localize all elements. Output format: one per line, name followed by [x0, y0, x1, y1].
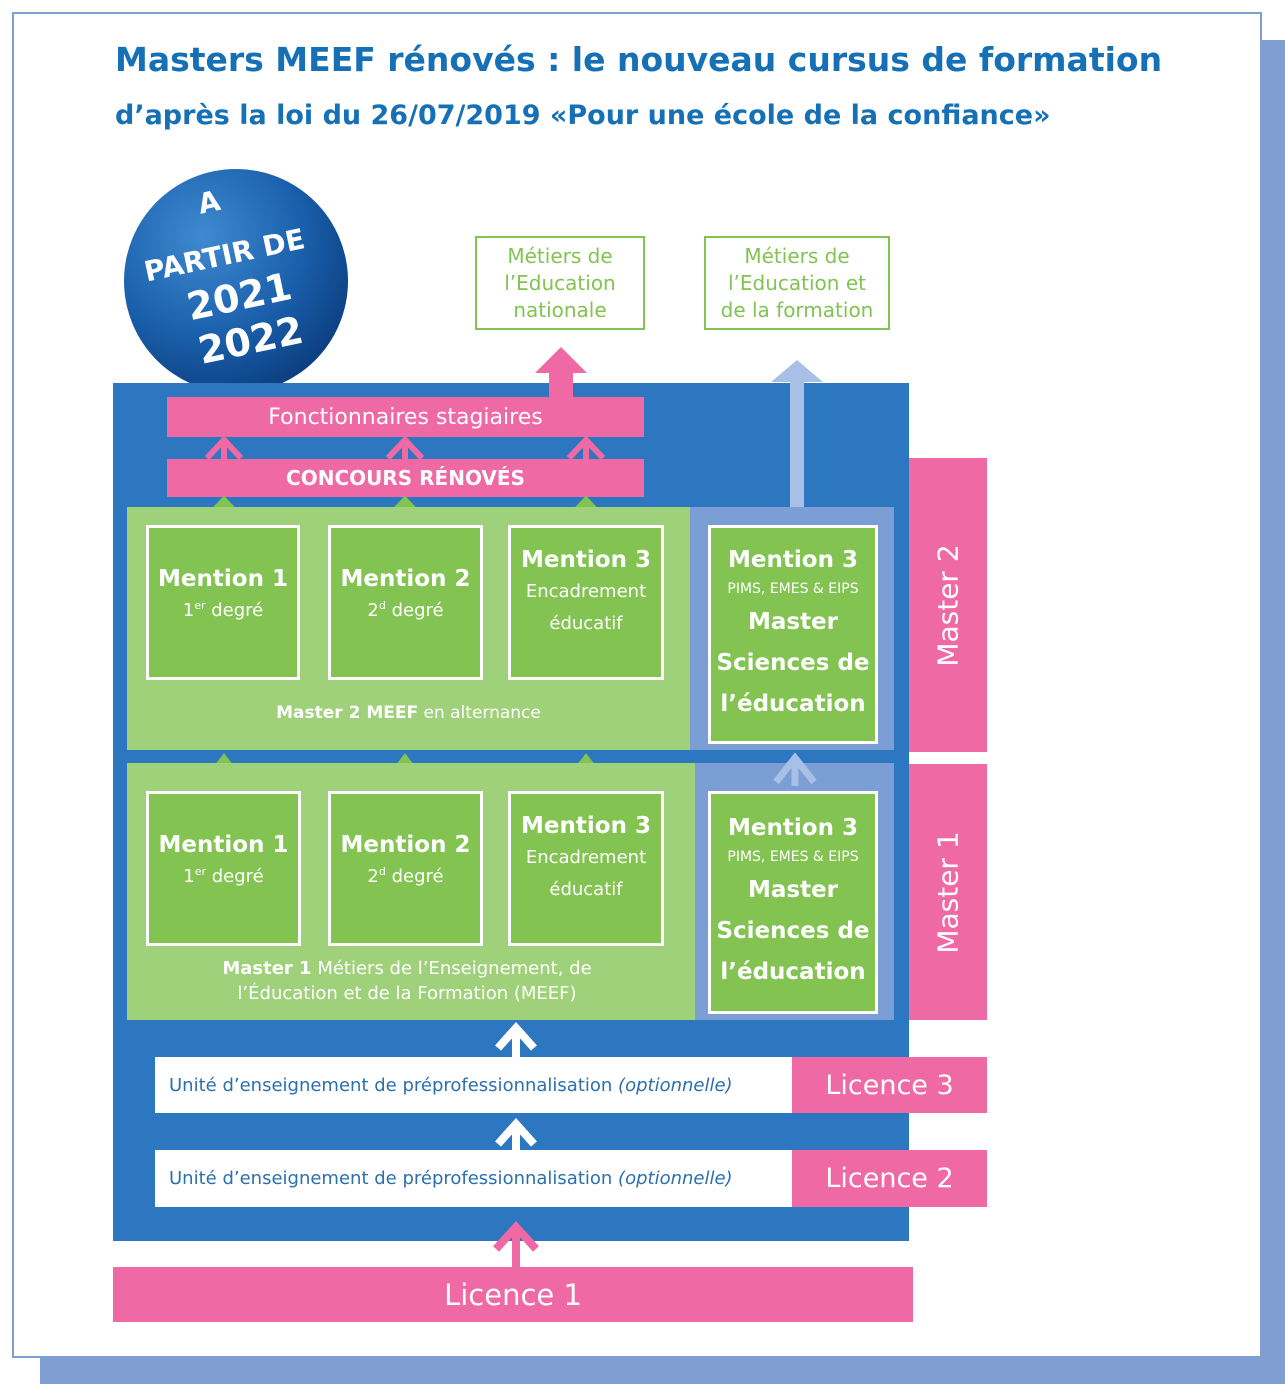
- side-label-master1: Master 1: [909, 764, 987, 1020]
- mention-title: Mention 2: [340, 831, 471, 858]
- label-bold: Master 2 MEEF: [276, 703, 419, 723]
- sub-pre: 2: [367, 865, 379, 887]
- mention-sub: 2d degré: [367, 861, 443, 893]
- m2-mention-2: Mention 2 2d degré: [328, 525, 483, 680]
- side-label-text: Master 2: [931, 543, 965, 667]
- mention-big: Sciences de: [716, 649, 870, 676]
- arrow-up-icon: [493, 1221, 539, 1269]
- master2-label: Master 2 MEEF en alternance: [127, 702, 690, 726]
- ue-text: Unité d’enseignement de préprofessionnal…: [169, 1074, 619, 1096]
- sub-sup: d: [378, 598, 386, 612]
- m1-mention-3: Mention 3 Encadrement éducatif: [508, 791, 664, 946]
- mention-title: Mention 1: [158, 831, 289, 858]
- licence1-label: Licence 1: [444, 1277, 582, 1312]
- arrow-up-icon: [204, 435, 244, 460]
- metiers-line2: l’Education: [504, 270, 616, 295]
- arrow-up-icon: [495, 1118, 537, 1152]
- licence3-ue: Unité d’enseignement de préprofessionnal…: [155, 1057, 792, 1113]
- mention-title: Mention 1: [158, 565, 288, 592]
- label-line2: l’Éducation et de la Formation (MEEF): [237, 983, 577, 1005]
- mention-sub: éducatif: [549, 612, 623, 634]
- metiers-line2: l’Education et: [727, 270, 866, 295]
- mention-big: l’éducation: [720, 958, 866, 985]
- licence1-bar: Licence 1: [113, 1267, 913, 1322]
- m2-mention-3: Mention 3 Encadrement éducatif: [508, 525, 664, 680]
- mention-big: Sciences de: [716, 917, 870, 944]
- ue-optional: (optionnelle): [618, 1074, 733, 1096]
- mention-big: l’éducation: [720, 690, 866, 717]
- mention-big: Master: [747, 876, 839, 903]
- licence-label-text: Licence 3: [825, 1069, 954, 1101]
- sub-post: degré: [205, 599, 264, 621]
- master1-label: Master 1 Métiers de l’Enseignement, de l…: [127, 956, 687, 1006]
- mention-sub: Encadrement: [525, 847, 647, 869]
- metiers-education-formation: Métiers de l’Education et de la formatio…: [704, 236, 890, 330]
- metiers-line1: Métiers de: [507, 243, 613, 268]
- sub-post: degré: [385, 599, 444, 621]
- arrow-up-icon: [566, 435, 606, 460]
- arrow-up-icon: [385, 435, 425, 460]
- mention-sub: 1er degré: [183, 595, 263, 627]
- badge-circle: [124, 169, 348, 393]
- label-rest: en alternance: [418, 703, 541, 723]
- licence-label-text: Licence 2: [825, 1163, 954, 1194]
- mention-sub: éducatif: [549, 878, 623, 900]
- mention-sub: Encadrement: [525, 581, 647, 603]
- ue-text: Unité d’enseignement de préprofessionnal…: [169, 1168, 619, 1189]
- side-label-master2: Master 2: [909, 458, 987, 752]
- arrow-up-icon: [773, 752, 817, 786]
- mention-small: PIMS, EMES & EIPS: [727, 848, 859, 865]
- licence2-label: Licence 2: [792, 1150, 987, 1207]
- mention-small: PIMS, EMES & EIPS: [727, 580, 859, 597]
- fonctionnaires-label: Fonctionnaires stagiaires: [268, 404, 543, 430]
- fonctionnaires-stagiaires: Fonctionnaires stagiaires: [167, 397, 644, 437]
- date-badge: A PARTIR DE 2021 2022: [124, 169, 348, 393]
- arrow-up-icon: [771, 360, 823, 510]
- mention-sub: 2d degré: [367, 595, 443, 627]
- sub-sup: er: [194, 598, 206, 612]
- m1-mention-2: Mention 2 2d degré: [328, 791, 483, 946]
- sub-sup: d: [378, 864, 386, 878]
- sub-pre: 1: [182, 599, 195, 621]
- sub-pre: 1: [183, 865, 195, 887]
- m2-mention-1: Mention 1 1er degré: [146, 525, 300, 680]
- sub-post: degré: [206, 865, 264, 887]
- label-rest: Métiers de l’Enseignement, de: [311, 958, 592, 979]
- mention-title: Mention 3: [728, 815, 858, 842]
- arrow-up-icon: [535, 347, 587, 397]
- m1-mention-sciences: Mention 3 PIMS, EMES & EIPS Master Scien…: [708, 791, 878, 1014]
- metiers-line1: Métiers de: [744, 243, 850, 268]
- m2-mention-sciences: Mention 3 PIMS, EMES & EIPS Master Scien…: [708, 525, 878, 744]
- mention-title: Mention 2: [340, 565, 471, 592]
- metiers-education-nationale: Métiers de l’Education nationale: [475, 236, 645, 330]
- concours-label: CONCOURS RÉNOVÉS: [286, 466, 525, 490]
- metiers-line3: nationale: [513, 297, 607, 322]
- page-title: Masters MEEF rénovés : le nouveau cursus…: [115, 40, 1163, 79]
- metiers-line3: de la formation: [720, 297, 874, 322]
- label-bold: Master 1: [222, 958, 312, 979]
- licence2-ue: Unité d’enseignement de préprofessionnal…: [155, 1150, 792, 1207]
- page-subtitle: d’après la loi du 26/07/2019 «Pour une é…: [115, 100, 1051, 131]
- m1-mention-1: Mention 1 1er degré: [146, 791, 301, 946]
- mention-title: Mention 3: [521, 813, 651, 839]
- mention-sub: 1er degré: [183, 861, 263, 893]
- licence3-label: Licence 3: [792, 1057, 987, 1113]
- concours-renoves: CONCOURS RÉNOVÉS: [167, 459, 644, 497]
- mention-title: Mention 3: [728, 547, 858, 574]
- sub-pre: 2: [367, 599, 379, 621]
- sub-post: degré: [385, 865, 444, 887]
- arrow-up-icon: [495, 1022, 537, 1058]
- ue-optional: (optionnelle): [618, 1168, 733, 1189]
- mention-big: Master: [747, 608, 839, 635]
- mention-title: Mention 3: [521, 547, 651, 573]
- side-label-text: Master 1: [931, 830, 965, 954]
- sub-sup: er: [194, 864, 206, 878]
